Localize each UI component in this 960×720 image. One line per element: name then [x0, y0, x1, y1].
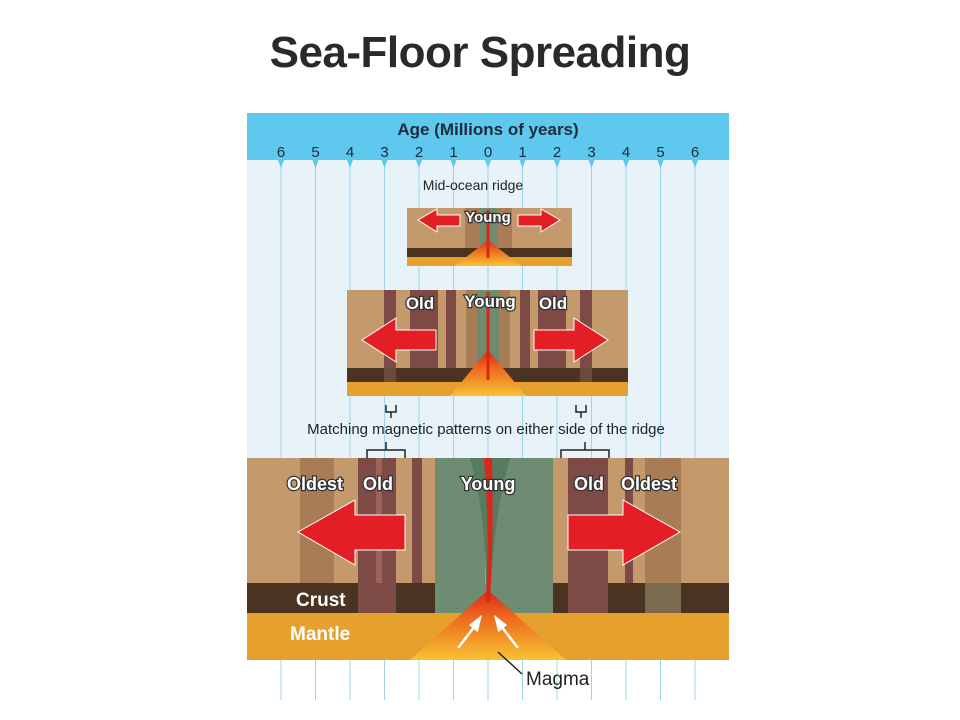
age-tick-label: 4	[622, 144, 630, 161]
old-label-left-2: Old	[406, 294, 434, 313]
arrow-left	[361, 317, 437, 363]
crust-label: Crust	[296, 590, 346, 611]
age-tick-marker	[623, 160, 629, 168]
age-tick-marker	[588, 160, 595, 168]
age-tick-marker	[416, 160, 422, 168]
age-tick-marker	[381, 160, 388, 168]
old-label-left-3: Old	[363, 474, 393, 494]
slab-oldest: Oldest Old Young Old Oldest Crust Mantle	[247, 458, 729, 660]
age-tick-marker	[519, 160, 526, 168]
oldest-label-right: Oldest	[621, 474, 677, 494]
age-tick-label: 2	[415, 144, 423, 161]
mid-ocean-ridge-label: Mid-ocean ridge	[423, 177, 524, 193]
mantle-label: Mantle	[290, 624, 350, 645]
age-tick-label: 6	[277, 144, 285, 161]
age-tick-label: 5	[311, 144, 319, 161]
arrow-right	[567, 499, 682, 566]
age-tick-label: 5	[656, 144, 664, 161]
slab-old: Old Young Old	[347, 290, 628, 396]
young-label-1: Young	[465, 209, 511, 226]
age-tick-label: 2	[553, 144, 561, 161]
old-label-right-2: Old	[539, 294, 567, 313]
age-tick-label: 3	[587, 144, 595, 161]
arrow-right	[533, 317, 609, 363]
age-tick-marker	[278, 160, 284, 168]
age-tick-label: 4	[346, 144, 354, 161]
age-tick-label: 3	[380, 144, 388, 161]
magma-label: Magma	[526, 669, 590, 690]
arrow-right	[517, 208, 561, 233]
age-tick-marker	[485, 160, 491, 168]
arrow-left	[417, 208, 461, 233]
age-axis-label: Age (Millions of years)	[397, 120, 578, 139]
age-tick-label: 1	[518, 144, 526, 161]
old-label-right-3: Old	[574, 474, 604, 494]
age-tick-label: 0	[484, 144, 492, 161]
age-ticks: 6 5 4 3 2 1 0 1 2 3 4 5 6	[277, 144, 699, 168]
young-label-2: Young	[464, 292, 516, 311]
age-band	[247, 113, 729, 160]
age-tick-marker	[692, 160, 698, 168]
matching-label: Matching magnetic patterns on either sid…	[307, 421, 665, 438]
age-tick-marker	[450, 160, 457, 168]
matching-brackets	[366, 405, 610, 458]
oldest-label-left: Oldest	[287, 474, 343, 494]
age-tick-marker	[554, 160, 560, 168]
age-tick-marker	[312, 160, 319, 168]
age-tick-marker	[657, 160, 664, 168]
age-tick-marker	[347, 160, 353, 168]
age-tick-label: 1	[449, 144, 457, 161]
page-title: Sea-Floor Spreading	[269, 28, 691, 77]
age-tick-label: 6	[691, 144, 699, 161]
young-label-3: Young	[461, 474, 516, 494]
magma-pointer-line	[497, 651, 523, 675]
slab-young: Young	[407, 208, 572, 266]
arrow-left	[296, 499, 406, 566]
